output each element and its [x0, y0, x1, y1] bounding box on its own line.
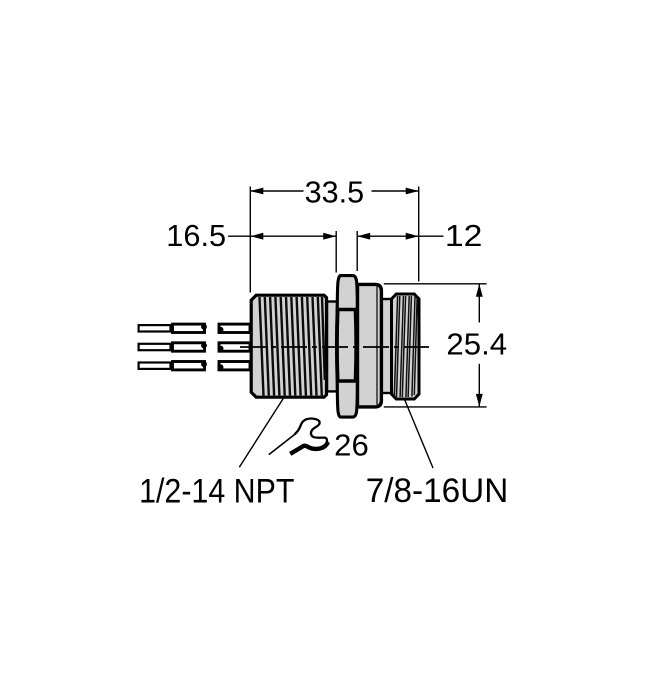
svg-text:7/8-16UN: 7/8-16UN	[366, 472, 509, 510]
svg-text:26: 26	[334, 427, 369, 462]
svg-text:33.5: 33.5	[305, 174, 365, 209]
svg-text:12: 12	[445, 218, 483, 253]
svg-text:1/2-14 NPT: 1/2-14 NPT	[139, 473, 294, 511]
svg-text:25.4: 25.4	[446, 327, 507, 362]
svg-text:16.5: 16.5	[166, 218, 226, 253]
